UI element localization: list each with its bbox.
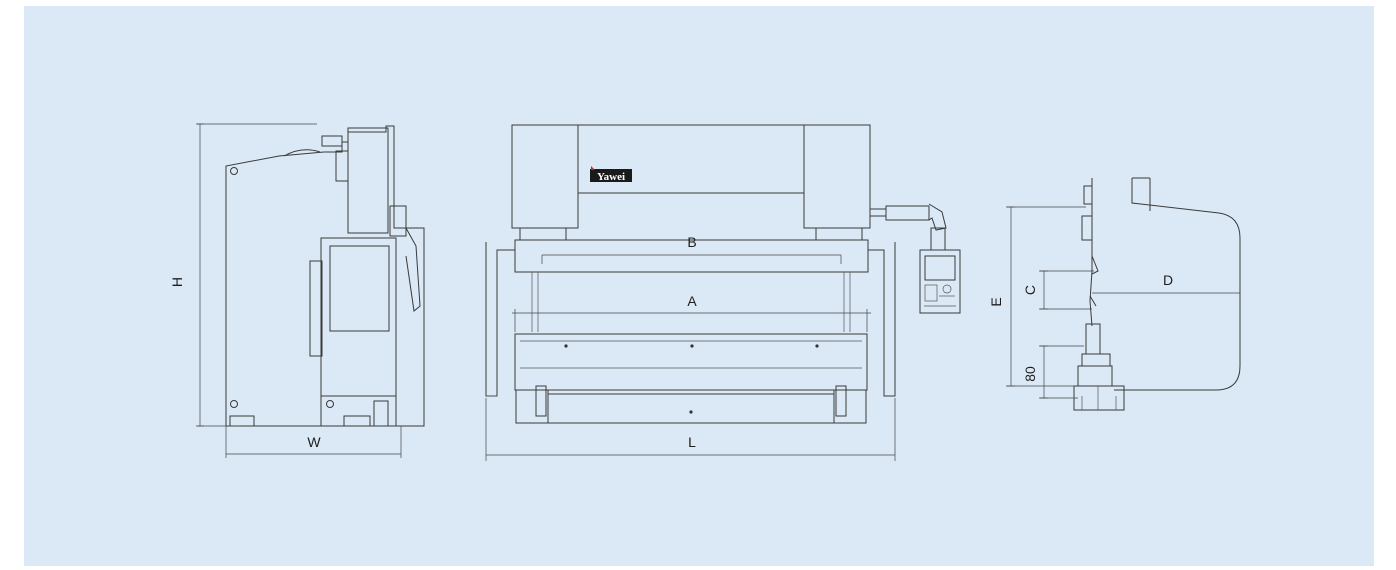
drawing-background xyxy=(24,6,1374,566)
dimension-h: H xyxy=(169,123,317,427)
dimension-w: W xyxy=(225,426,402,458)
dimension-e: E xyxy=(988,206,1086,387)
dimension-80: 80 xyxy=(1022,345,1084,399)
label-c: C xyxy=(1022,285,1038,295)
logo-text: Yawei xyxy=(597,171,625,183)
brand-logo: Yawei xyxy=(590,166,632,183)
press-brake-dimension-drawing: H W Yawei xyxy=(24,6,1374,566)
label-d: D xyxy=(1163,272,1173,288)
label-b: B xyxy=(687,234,696,250)
cross-section-view xyxy=(1073,177,1241,411)
dimension-b: B xyxy=(541,234,842,264)
dimension-a: A xyxy=(512,293,871,332)
dimension-d: D xyxy=(1092,272,1240,294)
dimension-c: C xyxy=(1022,270,1094,310)
label-w: W xyxy=(307,434,321,450)
label-80: 80 xyxy=(1022,366,1038,382)
label-a: A xyxy=(687,293,697,309)
dimension-l: L xyxy=(485,398,896,461)
side-view xyxy=(225,125,425,427)
drawing-svg: H W Yawei xyxy=(24,6,1374,566)
label-h: H xyxy=(169,277,185,287)
label-e: E xyxy=(988,297,1004,306)
front-view xyxy=(485,124,896,424)
label-l: L xyxy=(688,434,696,450)
control-unit xyxy=(870,203,961,314)
